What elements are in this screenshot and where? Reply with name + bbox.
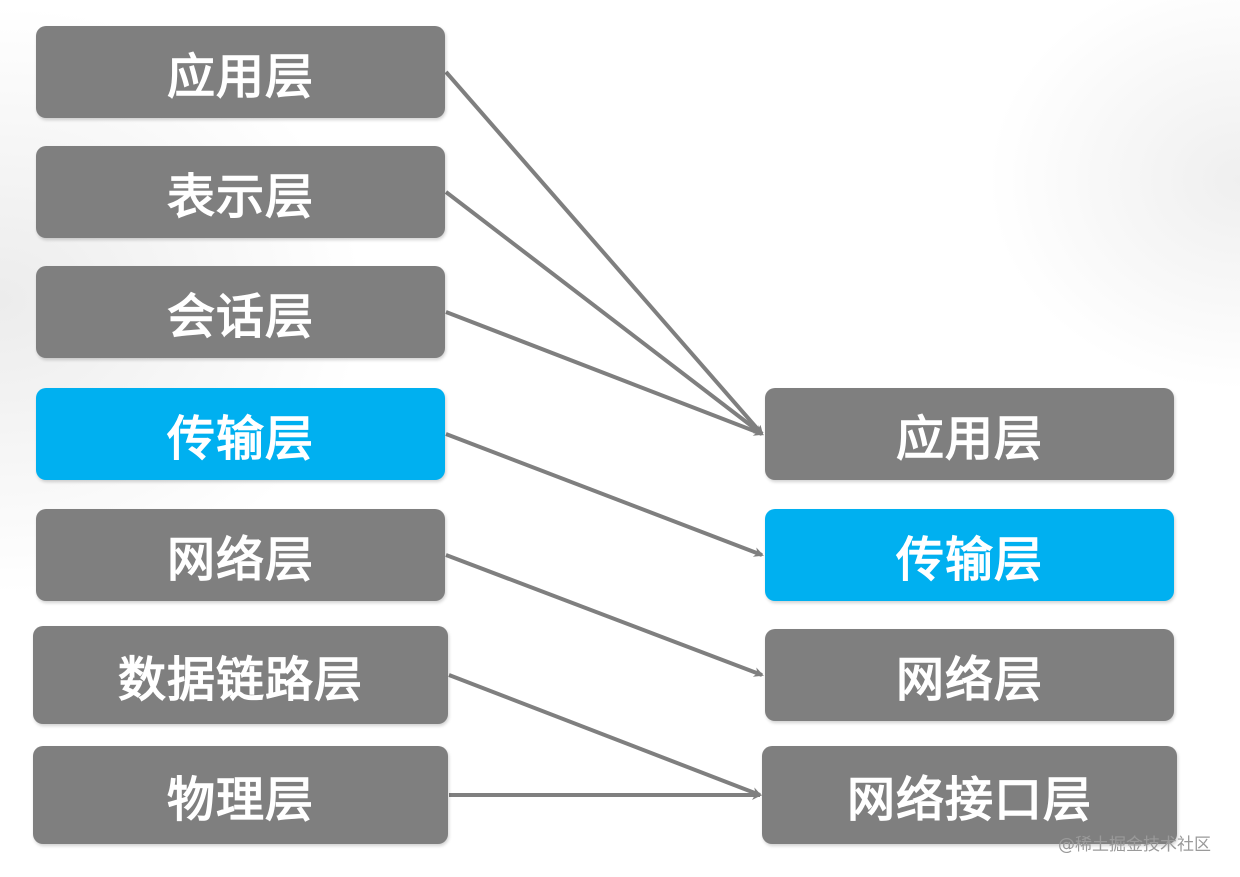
osi-physical-layer: 物理层: [33, 746, 448, 844]
osi-session-layer: 会话层: [36, 266, 445, 358]
osi-application-layer: 应用层: [36, 26, 445, 118]
arrow-transport-to-transport: [445, 432, 764, 557]
osi-presentation-layer: 表示层: [36, 146, 445, 238]
tcpip-application-layer: 应用层: [765, 388, 1174, 480]
osi-transport-layer: 传输层: [36, 388, 445, 480]
arrow-network-to-network: [445, 553, 764, 677]
osi-datalink-layer: 数据链路层: [33, 626, 448, 724]
osi-network-layer: 网络层: [36, 509, 445, 601]
arrow-application-to-application: [444, 70, 764, 436]
arrow-datalink-to-interface: [448, 673, 762, 797]
tcpip-network-layer: 网络层: [765, 629, 1174, 721]
watermark-text: @稀土掘金技术社区: [1058, 835, 1211, 855]
arrow-session-to-application: [445, 310, 764, 436]
tcpip-network-interface-layer: 网络接口层: [762, 746, 1177, 844]
tcpip-transport-layer: 传输层: [765, 509, 1174, 601]
arrow-presentation-to-application: [444, 190, 764, 436]
